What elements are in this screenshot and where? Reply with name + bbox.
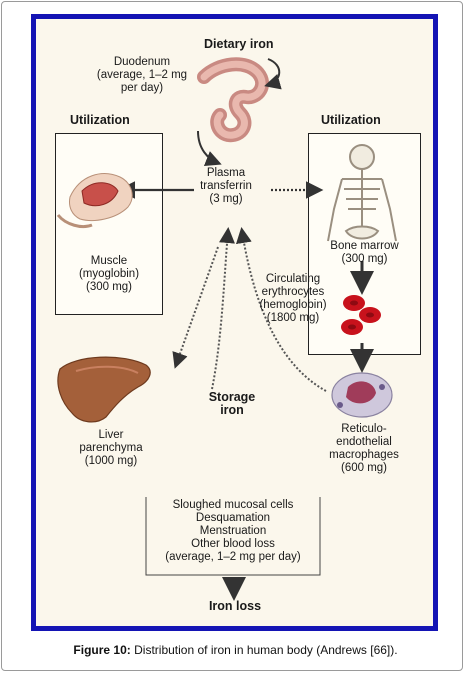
muscle-line-3: (300 mg) xyxy=(85,281,133,293)
macrophages-line-2: endothelial xyxy=(336,436,392,448)
liver-label: Liver parenchyma (1000 mg) xyxy=(66,429,156,468)
macrophage-illustration xyxy=(331,372,393,418)
muscle-illustration xyxy=(56,173,133,229)
duodenum-illustration xyxy=(197,57,270,143)
loss-line-2: Desquamation xyxy=(195,512,271,524)
erythrocytes-line-4: (1800 mg) xyxy=(266,312,320,324)
figure-frame: Dietary iron Duodenum (average, 1–2 mg p… xyxy=(31,14,438,631)
duodenum-line-1: Duodenum xyxy=(113,56,171,68)
losses-list: Sloughed mucosal cells Desquamation Mens… xyxy=(146,499,320,564)
erythrocytes-line-2: erythrocytes xyxy=(261,286,325,298)
duodenum-label: Duodenum (average, 1–2 mg per day) xyxy=(82,56,202,95)
storage-line-2: iron xyxy=(220,403,244,417)
duodenum-line-3: per day) xyxy=(120,82,164,94)
figure-caption: Figure 10: Distribution of iron in human… xyxy=(0,643,471,657)
plasma-line-2: transferrin xyxy=(200,180,252,192)
plasma-line-3: (3 mg) xyxy=(209,193,243,205)
plasma-to-liver-arrow xyxy=(172,246,219,369)
duodenum-to-plasma-arrow xyxy=(197,130,222,166)
muscle-label: Muscle (myoglobin) (300 mg) xyxy=(60,255,158,294)
erythrocytes-line-1: Circulating xyxy=(265,273,321,285)
diagram-canvas: Dietary iron Duodenum (average, 1–2 mg p… xyxy=(36,19,433,626)
muscle-line-2: (myoglobin) xyxy=(78,268,140,280)
dietary-iron-title: Dietary iron xyxy=(204,37,274,51)
iron-loss-label: Iron loss xyxy=(208,599,262,613)
loss-line-1: Sloughed mucosal cells xyxy=(172,499,294,511)
utilization-left-title: Utilization xyxy=(70,113,130,127)
storage-iron-label: Storage iron xyxy=(192,391,272,417)
muscle-line-1: Muscle xyxy=(90,255,128,267)
liver-to-plasma-arrow xyxy=(211,227,235,390)
liver-illustration xyxy=(57,356,151,423)
diagram-graphics xyxy=(56,57,397,601)
liver-line-2: parenchyma xyxy=(79,442,143,454)
macrophages-line-3: macrophages xyxy=(329,449,399,461)
bone-line-1: Bone marrow xyxy=(330,240,399,252)
erythrocytes-line-3: (hemoglobin) xyxy=(259,299,327,311)
liver-line-3: (1000 mg) xyxy=(84,455,138,467)
caption-label: Figure 10: xyxy=(73,643,131,657)
erythrocytes-label: Circulating erythrocytes (hemoglobin) (1… xyxy=(250,273,336,325)
dietary-intake-arrow xyxy=(264,58,282,90)
storage-line-1: Storage xyxy=(208,390,256,404)
caption-text: Distribution of iron in human body (Andr… xyxy=(130,643,398,657)
losses-bracket xyxy=(145,497,321,576)
duodenum-line-2: (average, 1–2 mg xyxy=(96,69,188,81)
macrophages-line-4: (600 mg) xyxy=(340,462,388,474)
loss-line-3: Menstruation xyxy=(199,525,267,537)
plasma-transferrin-label: Plasma transferrin (3 mg) xyxy=(186,167,266,206)
liver-line-1: Liver xyxy=(98,429,124,441)
page-border xyxy=(1,1,463,671)
bone-line-2: (300 mg) xyxy=(341,253,388,265)
plasma-line-1: Plasma xyxy=(206,167,246,179)
utilization-right-title: Utilization xyxy=(321,113,381,127)
loss-line-5: (average, 1–2 mg per day) xyxy=(165,551,301,563)
macrophages-to-plasma-arrow xyxy=(235,227,327,392)
macrophages-label: Reticulo- endothelial macrophages (600 m… xyxy=(316,423,412,475)
bone-marrow-label: Bone marrow (300 mg) xyxy=(312,240,417,266)
loss-line-4: Other blood loss xyxy=(191,538,275,550)
erythrocytes-illustration xyxy=(341,295,381,335)
macrophages-line-1: Reticulo- xyxy=(341,423,387,435)
skeleton-illustration xyxy=(327,144,397,242)
